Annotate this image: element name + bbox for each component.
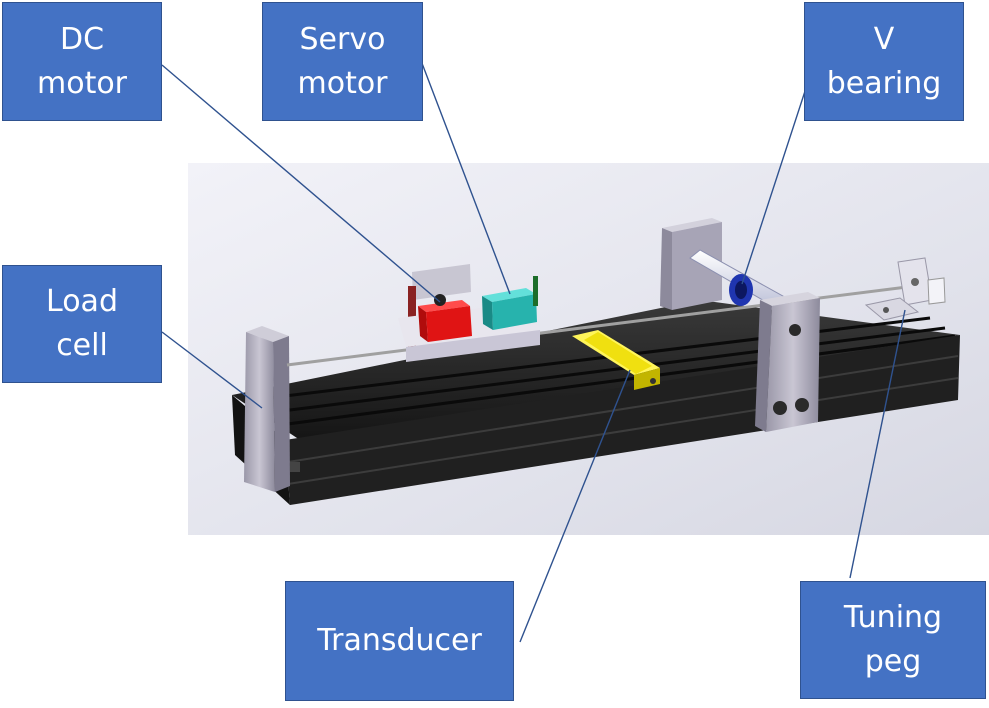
front-support-plate — [755, 292, 820, 432]
leader-load-cell — [161, 331, 263, 409]
dc-motor — [418, 294, 472, 342]
leader-dc-motor — [161, 64, 441, 303]
transducer — [572, 330, 660, 390]
leader-v-bearing — [741, 81, 809, 285]
bearing-support-plate — [660, 218, 722, 310]
label-transducer: Transducer — [285, 581, 514, 701]
load-cell-post — [244, 326, 290, 492]
tuning-peg — [864, 257, 946, 321]
leader-tuning-peg — [849, 309, 906, 579]
leader-lines — [161, 57, 906, 643]
v-bearing — [729, 274, 753, 306]
leader-servo-motor — [419, 57, 511, 295]
label-transducer-text: Transducer — [317, 623, 482, 658]
servo-motor — [482, 276, 538, 330]
leader-transducer — [519, 369, 631, 643]
